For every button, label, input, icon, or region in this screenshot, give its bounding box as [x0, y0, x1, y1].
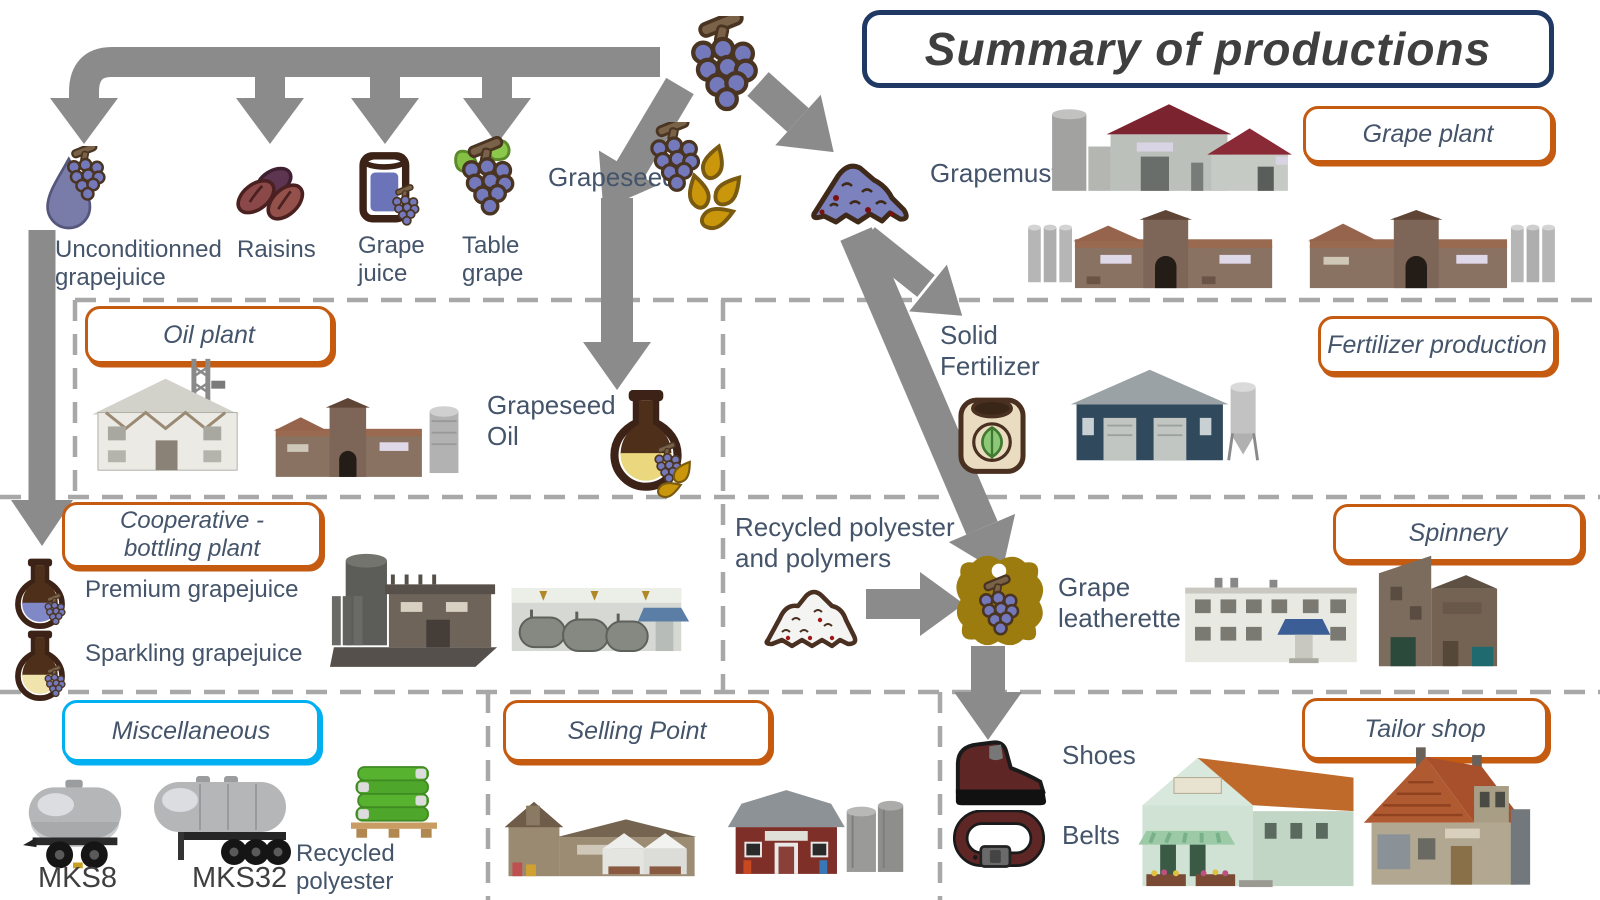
grape-leatherette-icon [950, 548, 1050, 656]
grape-juice-label: Grape juice [358, 232, 425, 288]
mks8-tanker [20, 772, 130, 876]
cooperative-label: Cooperative - bottling plant [119, 507, 265, 562]
belts-label: Belts [1062, 820, 1120, 850]
selling-point-building-2 [722, 782, 912, 882]
grapeseed-oil-icon [600, 388, 692, 502]
grape-plant-label: Grape plant [1362, 120, 1494, 149]
title-box: Summary of productions [862, 10, 1554, 88]
recycled-polyester-icon [752, 578, 872, 656]
arrow-grapes-to-products [50, 47, 660, 144]
mks8-label: MKS8 [38, 862, 117, 894]
fertilizer-building [1065, 360, 1272, 470]
tailor-shop-building-1 [1132, 748, 1358, 892]
section-box-spinnery: Spinnery [1333, 504, 1583, 562]
grape-juice-icon [352, 150, 426, 232]
mks32-tanker [148, 772, 293, 876]
sparkling-grapejuice-icon [8, 620, 72, 718]
grapeseed-icon [648, 122, 750, 234]
premium-grapejuice-label: Premium grapejuice [85, 576, 299, 603]
grape-plant-building-1 [1040, 92, 1302, 198]
spinnery-building-1 [1175, 570, 1367, 670]
tailor-shop-building-2 [1358, 740, 1534, 892]
recycled-polyester-pallet [342, 758, 446, 844]
miscellaneous-label: Miscellaneous [111, 716, 271, 745]
solid-fertilizer-icon [950, 390, 1034, 476]
solid-fertilizer-label: Solid Fertilizer [940, 320, 1040, 381]
oil-plant-building-2 [268, 390, 470, 483]
arrow-grapeseed-to-oil [583, 198, 651, 390]
tailor-shop-label: Tailor shop [1364, 714, 1486, 743]
oil-plant-building-1 [92, 352, 266, 482]
belts-icon [952, 810, 1046, 872]
grape-plant-building-3 [1290, 210, 1564, 292]
raisins-icon [232, 158, 312, 230]
grapes-icon [688, 16, 760, 112]
unconditioned-grapejuice-icon [44, 146, 120, 234]
selling-point-label: Selling Point [567, 716, 707, 745]
mks32-label: MKS32 [192, 862, 288, 894]
premium-grapejuice-icon [8, 548, 72, 646]
section-box-grape-plant: Grape plant [1303, 106, 1553, 163]
shoes-label: Shoes [1062, 740, 1136, 770]
page-title: Summary of productions [924, 23, 1492, 75]
section-box-fertilizer: Fertilizer production [1318, 316, 1556, 374]
cooperative-building-2 [498, 572, 695, 669]
grapeseed-label: Grapeseed [548, 162, 677, 192]
grapeseed-oil-label: Grapeseed Oil [487, 390, 616, 451]
sparkling-grapejuice-label: Sparkling grapejuice [85, 640, 303, 667]
grape-plant-building-2 [1012, 210, 1298, 292]
recycled-polyester-label: Recycled polyester and polymers [735, 512, 955, 573]
section-box-cooperative: Cooperative - bottling plant [62, 502, 322, 568]
shoes-icon [950, 726, 1052, 808]
table-grape-icon [452, 136, 532, 234]
spinnery-building-2 [1368, 548, 1508, 672]
fertilizer-production-label: Fertilizer production [1327, 330, 1547, 359]
oil-plant-label: Oil plant [163, 320, 255, 349]
raisins-label: Raisins [237, 236, 316, 263]
section-box-oil-plant: Oil plant [85, 306, 333, 364]
grape-leatherette-label: Grape leatherette [1058, 572, 1181, 633]
unconditioned-grapejuice-label: Unconditionned grapejuice [55, 236, 222, 292]
recycled-polyester-pallet-label: Recycled polyester and polymers pallet [296, 840, 440, 900]
selling-point-building-1 [498, 790, 710, 886]
spinnery-label: Spinnery [1408, 518, 1508, 547]
table-grape-label: Table grape [462, 232, 524, 288]
grapemust-icon [806, 154, 924, 228]
grapemust-label: Grapemust [930, 158, 1059, 188]
cooperative-building-1 [328, 540, 500, 670]
section-box-selling-point: Selling Point [503, 700, 771, 762]
section-box-miscellaneous: Miscellaneous [62, 700, 320, 762]
